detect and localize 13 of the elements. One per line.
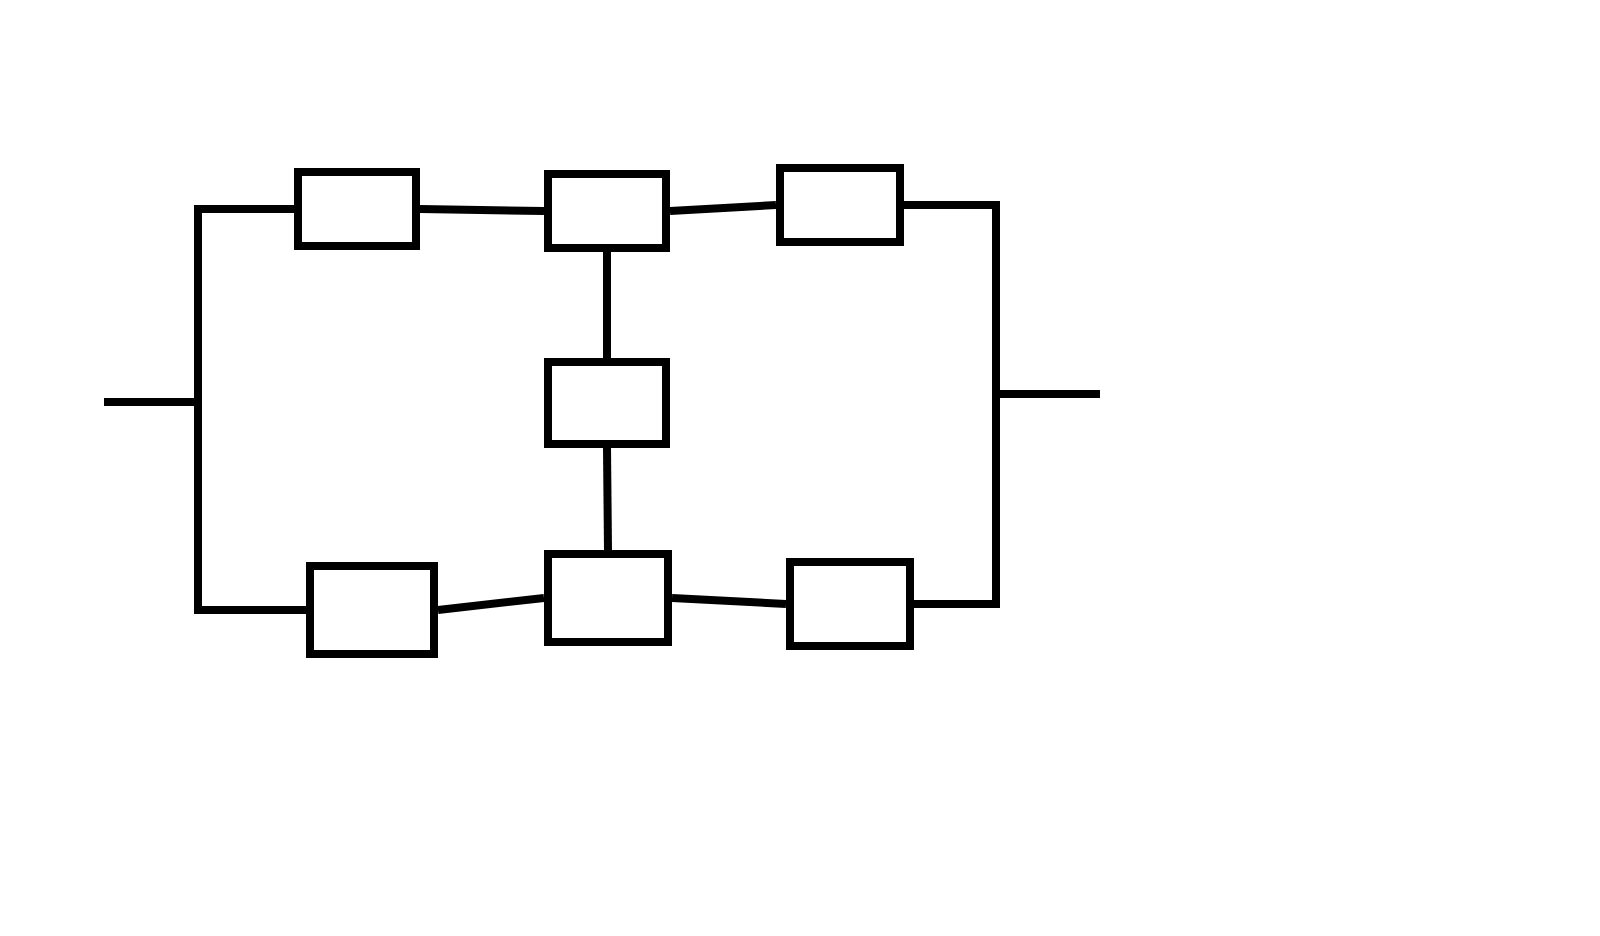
box-block [294,168,420,250]
box-block [544,170,670,252]
box-block [544,358,670,448]
connector-line [603,447,612,551]
box-block [786,558,914,650]
box-block [544,550,672,646]
connector-line [603,252,611,358]
connector-line [671,594,787,608]
connector-line [419,205,545,215]
box-block [776,164,904,246]
connector-line [437,594,545,614]
box-block [306,562,438,658]
connector-line [669,201,777,215]
